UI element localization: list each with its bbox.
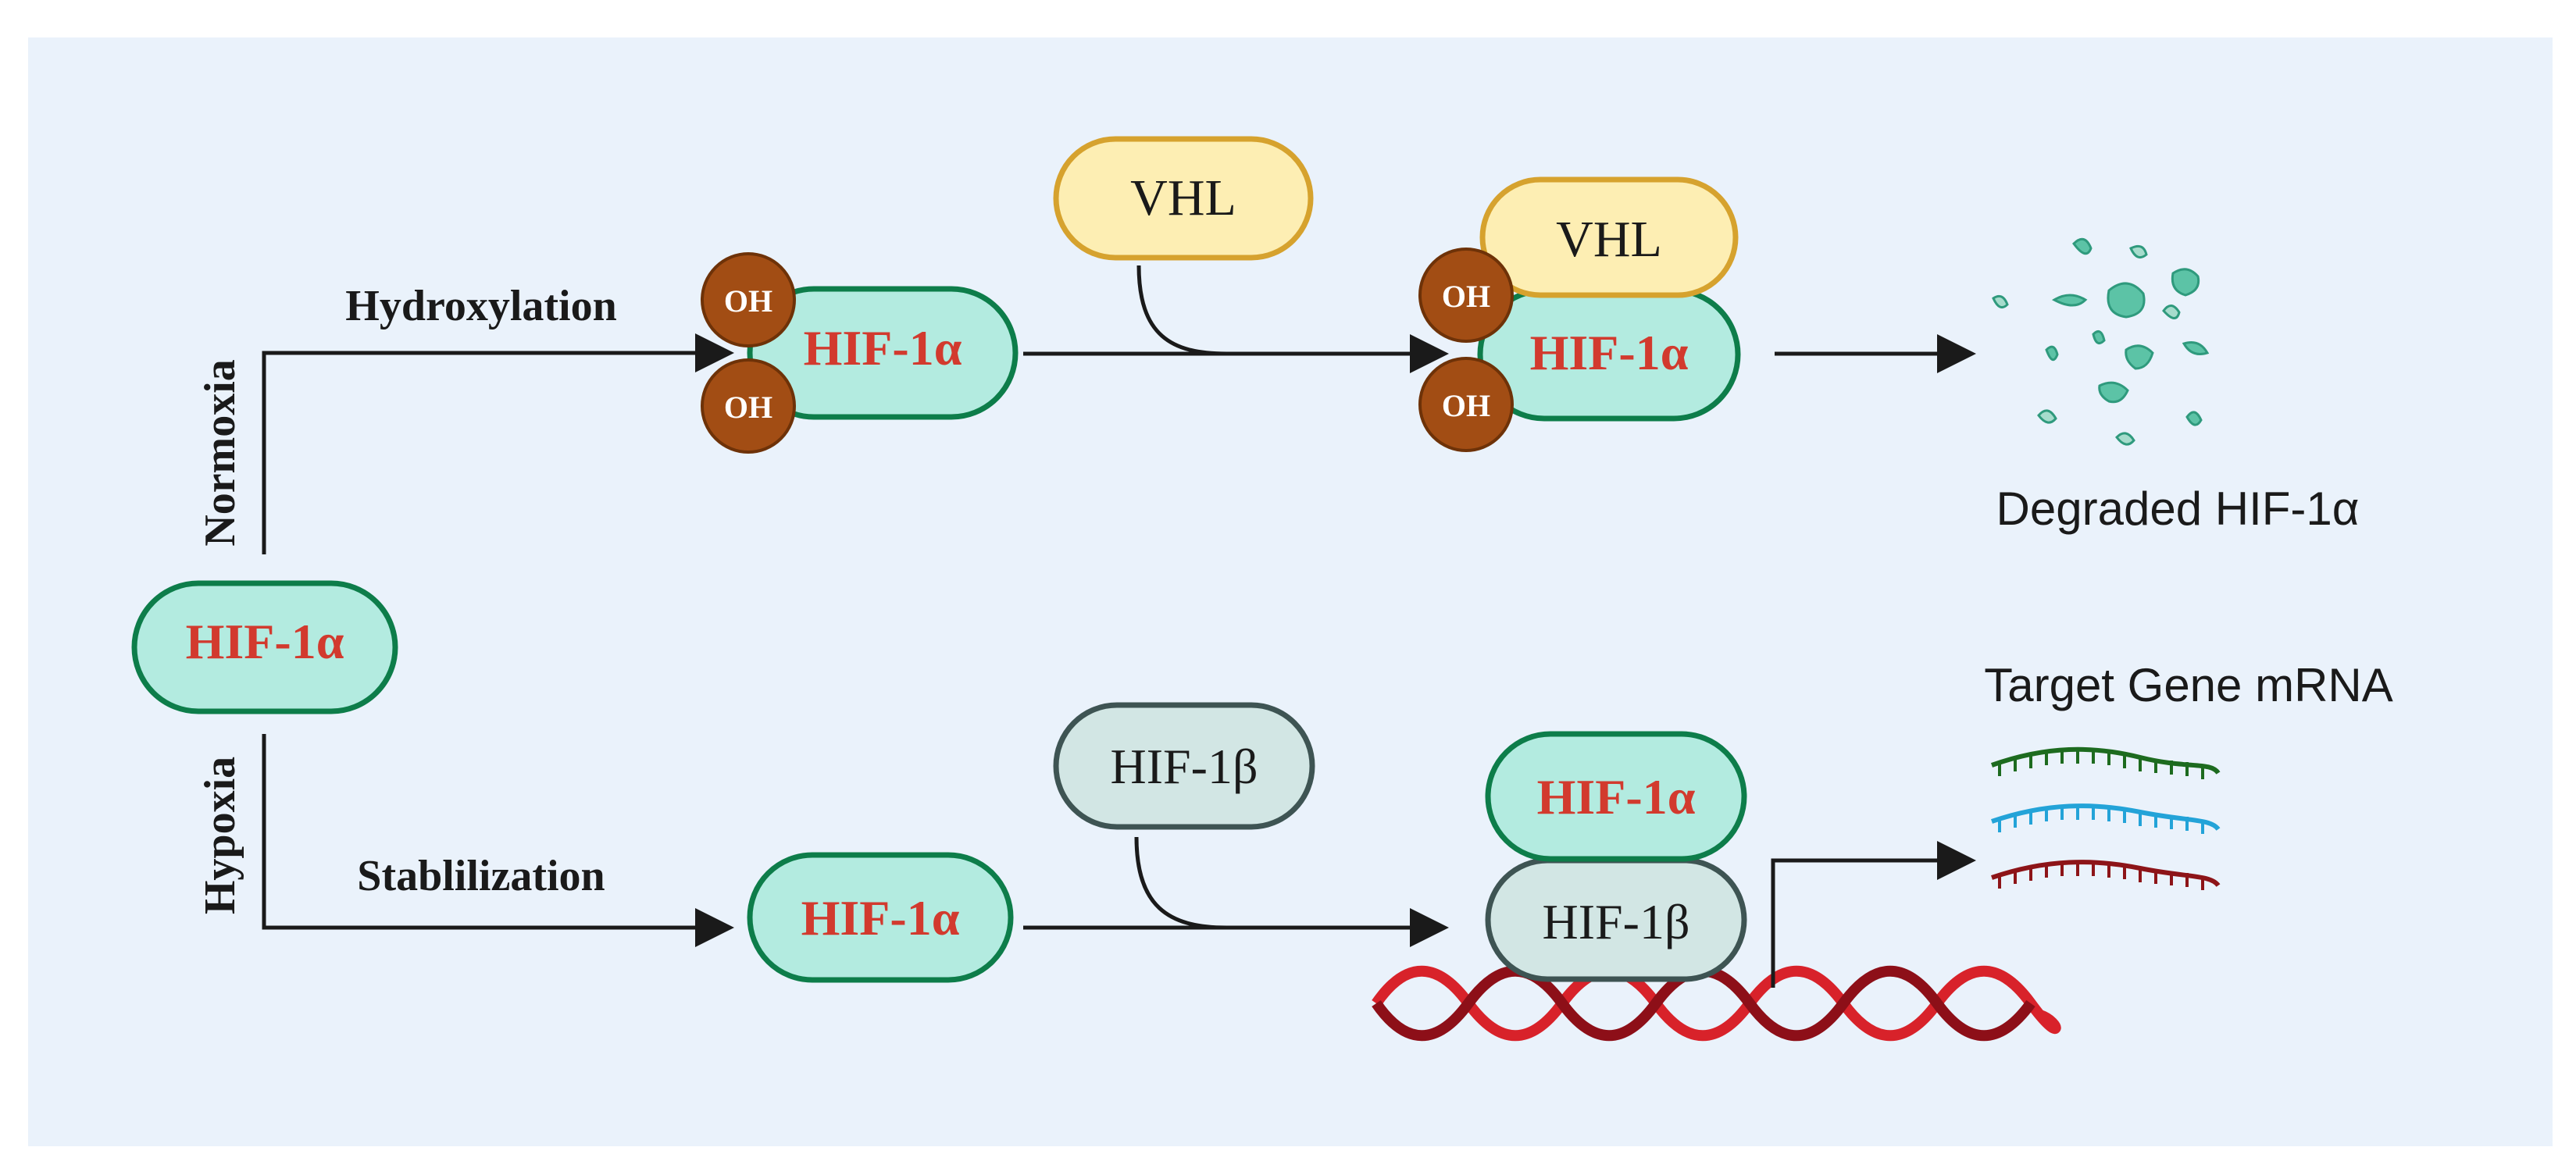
degraded-fragments-icon: [1992, 237, 2210, 446]
complex-vhl-label: VHL: [1556, 211, 1662, 268]
complex-oh-top: OH: [1418, 248, 1514, 343]
hif1b-free-node: HIF-1β: [1053, 702, 1315, 830]
hydroxylated-hif1a-label: HIF-1α: [804, 320, 962, 376]
hydroxylated-hif1a-node: HIF-1α: [747, 286, 1019, 420]
complex-oh-bottom: OH: [1418, 357, 1514, 452]
mrna-strands-icon: [1990, 746, 2221, 890]
stabilization-label: Stablilization: [357, 852, 605, 900]
complex-oh-top-label: OH: [1442, 279, 1490, 314]
vhl-hif1a-complex: HIF-1α VHL: [1477, 176, 1741, 422]
oh-top-label: OH: [724, 283, 772, 319]
stable-hif1a-label: HIF-1α: [801, 890, 960, 946]
mrna-strand-blue: [1991, 803, 2221, 834]
complex-hif1a-label-hypoxia: HIF-1α: [1537, 769, 1696, 825]
mrna-strand-green: [1990, 746, 2221, 779]
hydroxylation-label: Hydroxylation: [345, 282, 616, 330]
stable-hif1a-node: HIF-1α: [747, 852, 1014, 983]
complex-hif1a-label: HIF-1α: [1530, 325, 1689, 380]
oh-group-top: OH: [701, 252, 796, 347]
hif1a-hif1b-complex: HIF-1β HIF-1α: [1485, 731, 1747, 982]
normoxia-label: Normoxia: [196, 359, 244, 547]
vhl-free-label: VHL: [1130, 169, 1236, 226]
target-gene-mrna-label: Target Gene mRNA: [1984, 659, 2393, 711]
hypoxia-label: Hypoxia: [196, 757, 244, 914]
hypoxia-arrow: [262, 734, 734, 947]
normoxia-arrow: [262, 333, 734, 554]
hif1b-free-label: HIF-1β: [1111, 739, 1258, 794]
start-hif1a-label: HIF-1α: [186, 614, 344, 669]
complex-oh-bottom-label: OH: [1442, 388, 1490, 423]
start-hif1a-node: HIF-1α: [131, 580, 398, 714]
mrna-strand-red: [1991, 860, 2221, 890]
oh-group-bottom: OH: [701, 358, 796, 454]
hif1b-joining-curve: [1134, 836, 1227, 930]
degraded-hif1a-label: Degraded HIF-1α: [1996, 483, 2360, 535]
vhl-free-node: VHL: [1053, 136, 1314, 261]
dna-helix-icon: [1372, 965, 2061, 1042]
complex-hif1b-label: HIF-1β: [1543, 894, 1690, 949]
oh-bottom-label: OH: [724, 390, 772, 425]
vhl-joining-curve: [1136, 265, 1227, 356]
transcription-arrow: [1771, 841, 1976, 988]
